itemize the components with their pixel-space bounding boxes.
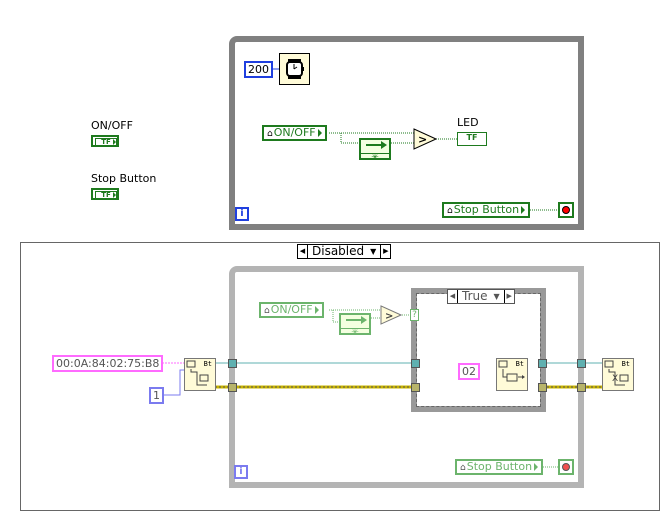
decrement-case-icon[interactable]: ◀ bbox=[299, 247, 306, 255]
onoff-local-variable-disabled[interactable]: ⌂ON/OFF bbox=[259, 302, 324, 318]
onoff-local-variable[interactable]: ⌂ON/OFF bbox=[262, 125, 327, 141]
home-icon: ⌂ bbox=[264, 306, 270, 316]
iteration-terminal-disabled: i bbox=[234, 465, 248, 479]
bluetooth-close-node[interactable]: Bt X bbox=[602, 358, 634, 391]
arrow-right-icon bbox=[346, 316, 367, 324]
case-error-tunnel-in bbox=[411, 383, 420, 392]
output-arrow-icon bbox=[113, 192, 116, 198]
bluetooth-write-icon bbox=[498, 360, 525, 382]
bluetooth-write-label: Bt bbox=[515, 360, 524, 368]
compare-glyph: > bbox=[418, 133, 427, 146]
arrow-right-icon bbox=[366, 141, 387, 149]
refnum-tunnel-out bbox=[577, 359, 586, 368]
loop-stop-terminal[interactable] bbox=[558, 202, 574, 218]
stop-condition-icon bbox=[562, 463, 570, 471]
onoff-terminal-label: ON/OFF bbox=[91, 119, 133, 132]
output-arrow-icon bbox=[521, 206, 526, 214]
bluetooth-connect-icon bbox=[186, 360, 209, 386]
onoff-local-variable-label: ON/OFF bbox=[273, 126, 316, 139]
bluetooth-write-node[interactable]: Bt bbox=[496, 358, 528, 391]
error-tunnel-in bbox=[228, 383, 237, 392]
onoff-terminal[interactable]: TF bbox=[91, 135, 119, 147]
led-glyph: TF bbox=[466, 133, 478, 142]
case-refnum-tunnel-in bbox=[411, 359, 420, 368]
case-selector-terminal[interactable]: ? bbox=[410, 309, 419, 321]
disable-selector-value: Disabled bbox=[312, 244, 365, 258]
iteration-terminal: i bbox=[235, 207, 249, 221]
home-icon: ⌂ bbox=[460, 463, 466, 473]
stop-button-local-variable[interactable]: ⌂Stop Button bbox=[442, 202, 531, 218]
output-arrow-icon bbox=[317, 129, 322, 137]
feedback-init-glyph: ✳ bbox=[341, 328, 369, 338]
stop-button-local-variable-disabled-label: Stop Button bbox=[466, 460, 533, 473]
home-icon: ⌂ bbox=[267, 129, 273, 139]
stop-button-local-variable-disabled[interactable]: ⌂Stop Button bbox=[455, 459, 544, 475]
output-arrow-icon bbox=[113, 139, 116, 145]
onoff-local-variable-disabled-label: ON/OFF bbox=[270, 303, 313, 316]
led-label: LED bbox=[457, 116, 479, 129]
loop-stop-terminal-disabled[interactable] bbox=[558, 459, 574, 475]
increment-case-icon[interactable]: ▶ bbox=[506, 292, 512, 300]
case-refnum-tunnel-out bbox=[538, 359, 547, 368]
output-arrow-icon bbox=[534, 463, 539, 471]
compare-glyph: > bbox=[385, 311, 393, 322]
port-constant[interactable]: 1 bbox=[149, 387, 164, 404]
feedback-node-disabled[interactable]: ✳ bbox=[339, 313, 371, 338]
stop-condition-icon bbox=[562, 206, 570, 214]
stop-button-local-variable-label: Stop Button bbox=[453, 203, 520, 216]
refnum-tunnel-in bbox=[228, 359, 237, 368]
increment-case-icon[interactable]: ▶ bbox=[383, 247, 389, 255]
svg-text:X: X bbox=[612, 374, 618, 384]
bluetooth-disconnect-icon: X bbox=[604, 360, 629, 386]
top-while-loop[interactable] bbox=[229, 36, 584, 230]
disable-case-selector[interactable]: ◀ Disabled ▼ ▶ bbox=[297, 244, 392, 259]
home-icon: ⌂ bbox=[447, 206, 453, 216]
feedback-init-glyph: ✳ bbox=[361, 153, 389, 163]
wait-ms-constant[interactable]: 200 bbox=[244, 61, 273, 78]
chevron-down-icon[interactable]: ▼ bbox=[370, 247, 377, 256]
case-selector[interactable]: ◀ True ▼ ▶ bbox=[447, 289, 515, 304]
wait-ms-clock-icon bbox=[286, 59, 304, 79]
onoff-terminal-glyph: TF bbox=[95, 138, 117, 146]
feedback-node[interactable]: ✳ bbox=[359, 138, 391, 163]
case-selector-value: True bbox=[462, 289, 488, 303]
decrement-case-icon[interactable]: ◀ bbox=[449, 292, 456, 300]
bluetooth-open-node[interactable]: Bt bbox=[184, 358, 216, 391]
stop-button-terminal[interactable]: TF bbox=[91, 188, 119, 200]
mac-address-constant[interactable]: 00:0A:84:02:75:B8 bbox=[52, 355, 164, 372]
bluetooth-close-label: Bt bbox=[621, 360, 630, 368]
case-error-tunnel-out bbox=[538, 383, 547, 392]
wait-ms-node[interactable] bbox=[279, 53, 310, 85]
stop-terminal-glyph: TF bbox=[95, 191, 117, 199]
disabled-while-loop[interactable] bbox=[229, 266, 584, 488]
case-structure[interactable] bbox=[411, 288, 546, 412]
greater-than-node-disabled[interactable]: > bbox=[380, 305, 402, 325]
diagram-disable-structure[interactable] bbox=[20, 242, 660, 511]
error-tunnel-out bbox=[577, 383, 586, 392]
stop-terminal-label: Stop Button bbox=[91, 172, 157, 185]
greater-than-node[interactable]: > bbox=[413, 128, 437, 150]
led-indicator-terminal[interactable]: TF bbox=[457, 132, 487, 146]
chevron-down-icon[interactable]: ▼ bbox=[493, 292, 500, 301]
bluetooth-open-label: Bt bbox=[203, 360, 212, 368]
output-arrow-icon bbox=[314, 306, 319, 314]
write-data-constant[interactable]: 02 bbox=[458, 363, 480, 380]
